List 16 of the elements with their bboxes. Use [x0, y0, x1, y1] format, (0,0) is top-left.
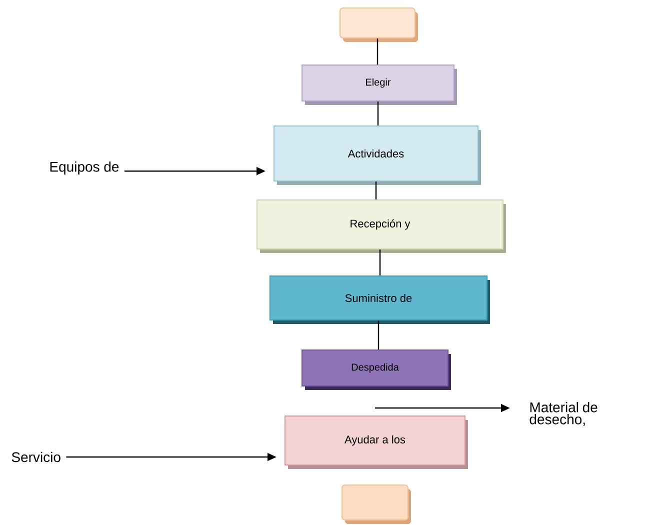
label-text: Equipos de: [50, 161, 119, 175]
process-box: Ayudar a los: [284, 416, 468, 469]
connector-line: [376, 38, 378, 64]
terminal-box: [342, 484, 411, 524]
label-text: Material de desecho,: [530, 402, 598, 426]
connector-line: [378, 320, 380, 350]
process-box: Actividades: [274, 126, 481, 185]
connector-line: [375, 182, 377, 200]
terminal-box: [340, 8, 418, 42]
process-box: Recepción y: [256, 200, 506, 253]
connector-line: [379, 250, 381, 276]
process-box: Suministro de: [270, 276, 490, 324]
process-box: Despedida: [302, 350, 451, 390]
connector-line: [377, 102, 379, 126]
label-text: Servicio: [12, 452, 60, 462]
process-box: Elegir: [302, 64, 457, 105]
